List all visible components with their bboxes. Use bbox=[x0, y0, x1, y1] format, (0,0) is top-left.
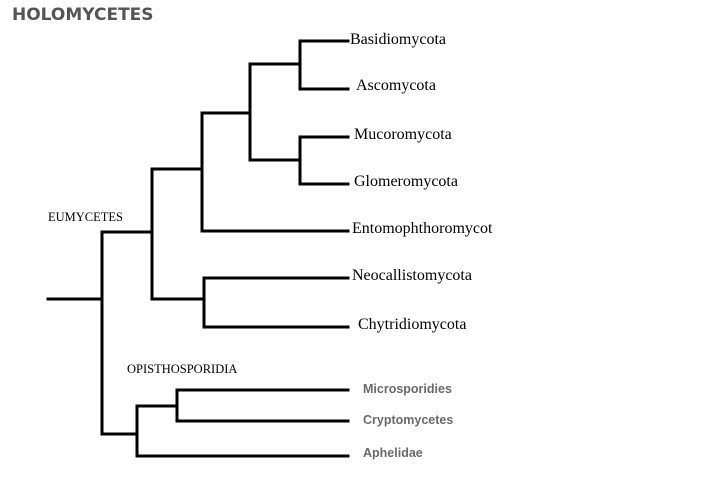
taxon-glomeromycota: Glomeromycota bbox=[354, 173, 458, 190]
diagram-title: HOLOMYCETES bbox=[12, 5, 154, 25]
clade-label-opisthosporidia: OPISTHOSPORIDIA bbox=[127, 362, 238, 376]
taxon-cryptomycetes: Cryptomycetes bbox=[363, 413, 454, 427]
branch-lines bbox=[46, 39, 350, 458]
taxon-neocallistomycota: Neocallistomycota bbox=[352, 267, 472, 284]
taxon-ascomycota: Ascomycota bbox=[356, 77, 436, 94]
taxon-basidiomycota: Basidiomycota bbox=[350, 31, 446, 48]
taxon-microsporidies: Microsporidies bbox=[363, 382, 452, 396]
taxon-entomophthoromycot: Entomophthoromycot bbox=[352, 220, 493, 237]
clade-label-eumycetes: EUMYCETES bbox=[48, 210, 123, 224]
taxon-chytridiomycota: Chytridiomycota bbox=[358, 316, 467, 333]
taxon-aphelidae: Aphelidae bbox=[363, 446, 423, 460]
taxon-mucoromycota: Mucoromycota bbox=[354, 126, 452, 143]
